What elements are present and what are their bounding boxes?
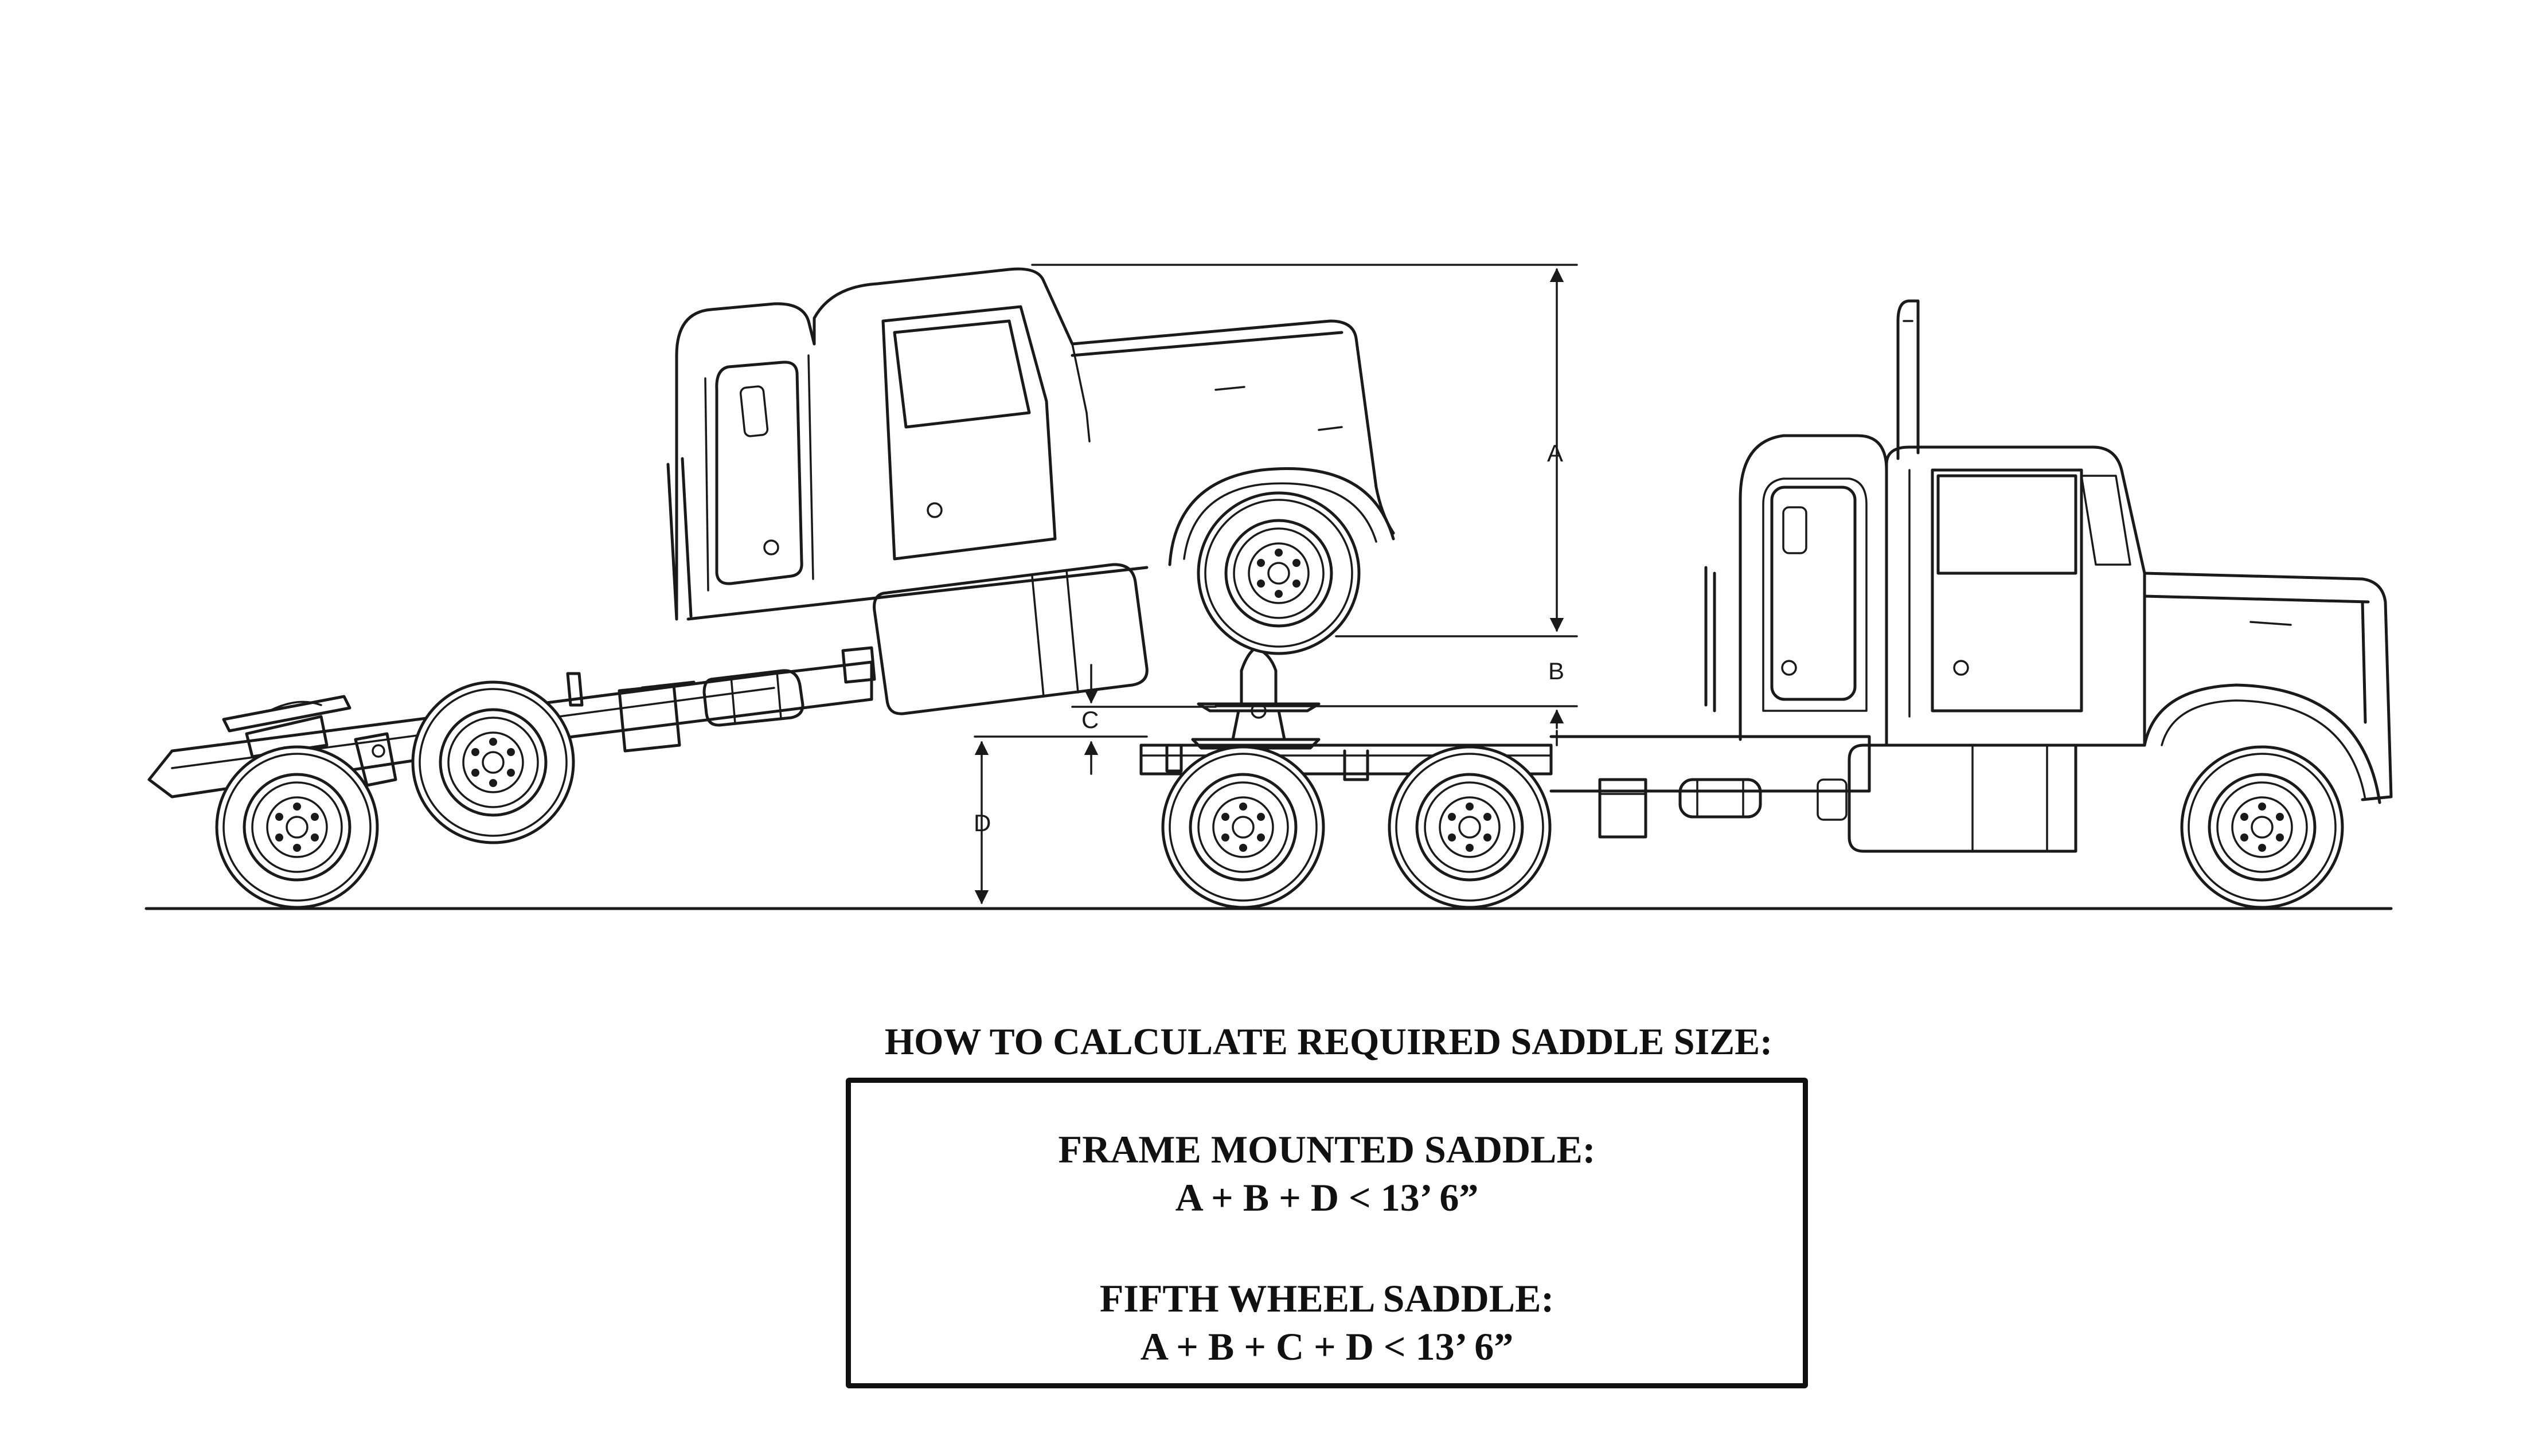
calculation-heading: HOW TO CALCULATE REQUIRED SADDLE SIZE: <box>884 1021 1773 1063</box>
towed-front-wheel <box>1198 493 1359 653</box>
fifth-wheel-title: FIFTH WHEEL SADDLE: <box>1099 1277 1555 1320</box>
towed-truck <box>147 267 1395 799</box>
dim-label-a: A <box>1547 440 1563 467</box>
frame-mounted-formula: A + B + D < 13’ 6” <box>1175 1176 1479 1219</box>
towed-rear-wheel-1 <box>217 747 377 907</box>
towed-rear-wheel-2 <box>413 682 573 843</box>
tow-rear-wheel-1 <box>1163 747 1323 907</box>
tow-rear-wheel-2 <box>1389 747 1550 907</box>
formula-box: FRAME MOUNTED SADDLE: A + B + D < 13’ 6”… <box>846 1078 1808 1388</box>
fifth-wheel-formula: A + B + C + D < 13’ 6” <box>1140 1325 1514 1368</box>
dim-label-d: D <box>974 809 991 836</box>
fifth-wheel-section: FIFTH WHEEL SADDLE: A + B + C + D < 13’ … <box>851 1274 1803 1371</box>
frame-mounted-section: FRAME MOUNTED SADDLE: A + B + D < 13’ 6” <box>851 1125 1803 1222</box>
frame-mounted-title: FRAME MOUNTED SADDLE: <box>1058 1128 1596 1171</box>
dimension-lines <box>974 264 1578 905</box>
dim-label-b: B <box>1548 657 1564 684</box>
tow-truck <box>1139 299 2393 853</box>
dim-label-c: C <box>1081 706 1099 733</box>
tow-front-wheel <box>2182 747 2342 907</box>
